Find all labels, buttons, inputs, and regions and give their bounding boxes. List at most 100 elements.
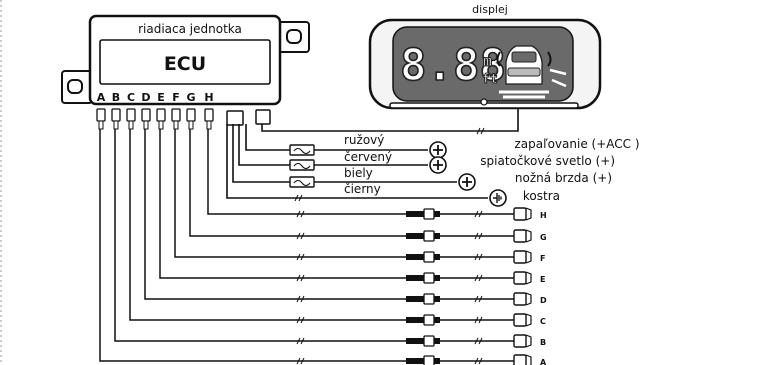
display-title: displej — [472, 3, 508, 16]
sensor-label-a: A — [540, 358, 547, 365]
power-wire-line — [245, 124, 428, 151]
parking-sensor-icon — [513, 250, 527, 264]
sensor-head — [525, 313, 532, 327]
sensor-plug-female — [423, 335, 435, 347]
parking-sensor-icon — [513, 292, 527, 306]
cable-break-mark — [474, 210, 483, 218]
wire-function-label: nožná brzda (+) — [515, 171, 612, 185]
sensor-plug-female — [423, 293, 435, 305]
sensor-wire — [129, 129, 406, 321]
sensor-wire — [144, 129, 406, 300]
sensor-line-h: H — [207, 129, 547, 221]
fuse-element — [293, 147, 311, 155]
cable-break-mark — [294, 194, 303, 202]
sensor-label-f: F — [540, 254, 545, 263]
ecu-mount-hole-left — [67, 79, 83, 94]
sensor-line-a: A — [99, 129, 547, 365]
ground-icon — [489, 189, 507, 207]
ecu-pin-connector — [156, 108, 166, 122]
ecu-pin-connector — [186, 108, 196, 122]
cable-break-mark — [296, 357, 305, 365]
display-cable-exit — [255, 109, 271, 125]
ecu-title: riadiaca jednotka — [138, 22, 242, 36]
parking-sensor-icon — [513, 207, 527, 221]
wire-function-label: kostra — [523, 189, 560, 203]
sensor-wire — [174, 129, 406, 258]
ecu-mount-hole-right — [286, 29, 302, 44]
sensor-plug-male — [406, 211, 424, 217]
sensor-wire — [159, 129, 406, 279]
ecu-pin-b: B — [112, 91, 120, 104]
ecu-pin-boot — [206, 120, 212, 130]
sensor-plug-female — [423, 230, 435, 242]
ecu-pin-boot — [98, 120, 104, 130]
ecu-pin-f: F — [172, 91, 180, 104]
plus-sign — [433, 160, 443, 170]
sensor-line-f: F — [174, 129, 545, 264]
power-wire-line — [226, 124, 488, 199]
sensor-label-d: D — [540, 296, 547, 305]
power-wire-1: červený spiatočkové svetlo (+) — [238, 124, 615, 174]
cable-break-mark — [474, 253, 483, 261]
sensor-label-g: G — [540, 233, 547, 242]
sensor-plug-male — [406, 233, 424, 239]
parking-sensor-icon — [513, 313, 527, 327]
wire-color-label: červený — [344, 150, 392, 164]
sensor-plug-male — [406, 358, 424, 364]
fuse-icon — [289, 176, 315, 188]
ground-symbol — [493, 193, 502, 203]
display-led — [480, 98, 488, 106]
parking-sensor-icon — [513, 271, 527, 285]
sensor-plug-female — [423, 314, 435, 326]
sensor-plug-tail — [434, 296, 440, 302]
cable-break-mark — [296, 337, 305, 345]
cable-break-mark — [474, 357, 483, 365]
sensor-wire — [189, 129, 406, 237]
sensor-plug-tail — [434, 358, 440, 364]
sensor-wire — [99, 129, 406, 362]
sensor-plug-male — [406, 254, 424, 260]
sensor-head — [525, 271, 532, 285]
power-connector — [226, 110, 244, 126]
wire-color-label: čierny — [344, 182, 381, 196]
sensor-label-b: B — [540, 338, 546, 347]
plus-sign — [433, 145, 443, 155]
ecu-mount-tab-left — [61, 70, 93, 104]
cable-break-mark — [474, 337, 483, 345]
power-wire-3: čierny kostra — [226, 124, 560, 207]
ecu-pin-connector — [96, 108, 106, 122]
ecu-label-window — [99, 39, 271, 85]
sensor-head — [525, 334, 532, 348]
sensor-plug-female — [423, 272, 435, 284]
fuse-element — [293, 179, 311, 187]
power-wire-line — [232, 124, 457, 183]
ecu-pin-d: D — [141, 91, 150, 104]
power-wire-line — [238, 124, 428, 166]
sensor-plug-tail — [434, 211, 440, 217]
cable-break-mark — [476, 127, 485, 135]
fuse-element — [293, 162, 311, 170]
cable-break-mark — [296, 210, 305, 218]
sensor-wire — [114, 129, 406, 342]
wire-color-label: ružový — [344, 133, 384, 147]
wire-function-label: spiatočkové svetlo (+) — [480, 154, 615, 168]
cable-break-mark — [296, 316, 305, 324]
sensor-plug-male — [406, 338, 424, 344]
sensor-plug-tail — [434, 275, 440, 281]
ecu-pin-connector — [141, 108, 151, 122]
sensor-line-d: D — [144, 129, 547, 306]
sensor-head — [525, 250, 532, 264]
sensor-line-g: G — [189, 129, 547, 243]
ecu-pin-boot — [113, 120, 119, 130]
parking-sensor-icon — [513, 334, 527, 348]
fuse-icon — [289, 144, 315, 156]
ecu-pin-boot — [188, 120, 194, 130]
plus-sign — [462, 177, 472, 187]
ecu-pin-boot — [128, 120, 134, 130]
ecu-pin-a: A — [97, 91, 106, 104]
ecu-pin-boot — [173, 120, 179, 130]
cable-break-mark — [296, 232, 305, 240]
